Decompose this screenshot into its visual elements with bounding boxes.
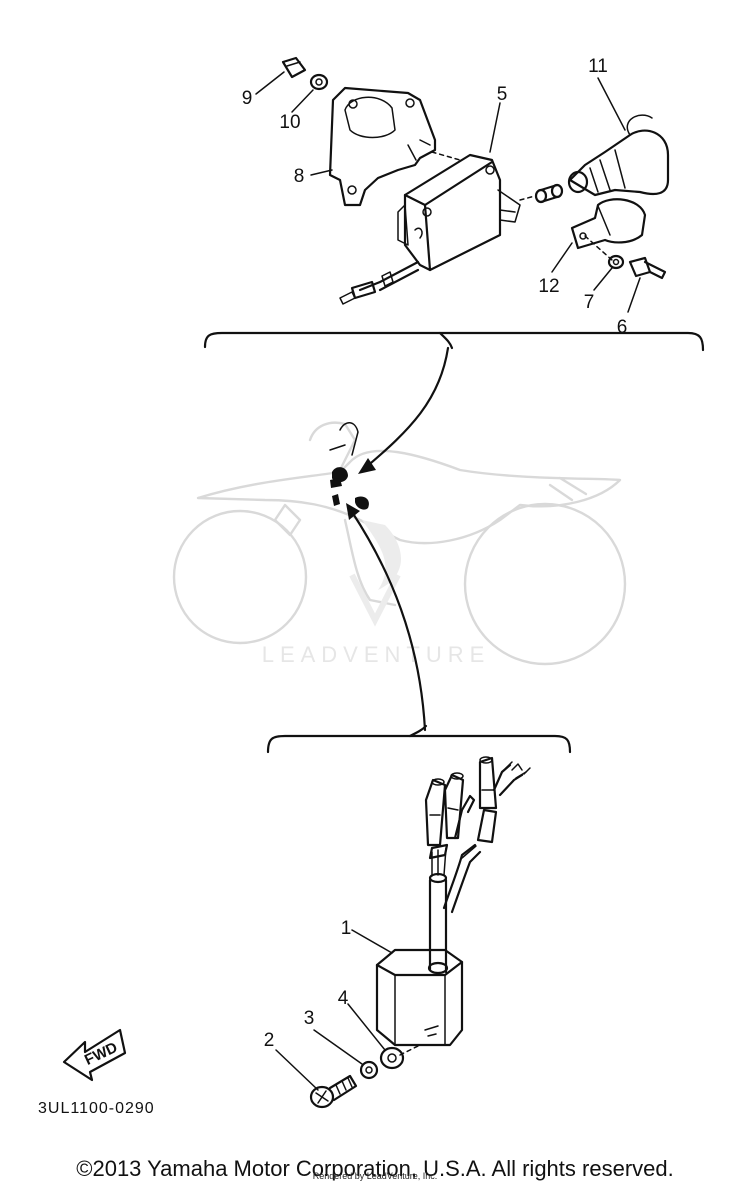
screw-2 — [309, 1074, 358, 1109]
callout-5: 5 — [497, 84, 508, 105]
callout-9: 9 — [242, 88, 253, 109]
top-assembly — [281, 56, 670, 305]
spark-plug-cap-11 — [567, 114, 670, 197]
callout-10: 10 — [279, 112, 300, 133]
coil-sleeve — [534, 183, 564, 204]
watermark-text: LEADVENTURE — [262, 642, 491, 667]
bike-location-marks — [329, 422, 369, 510]
washer-3 — [359, 1060, 379, 1080]
diagram-code: 3UL1100-0290 — [38, 1100, 155, 1117]
watermark: LEADVENTURE — [262, 520, 491, 667]
ignition-coil-5 — [339, 153, 521, 305]
group-brace-top — [203, 331, 705, 352]
pointer-arrow-top — [363, 346, 450, 470]
group-brace-bottom — [266, 734, 572, 754]
leader-lines-top — [255, 71, 641, 313]
cdi-unit-1 — [375, 756, 531, 1047]
bolt-6 — [628, 256, 667, 280]
washer-10 — [309, 73, 329, 91]
callout-12: 12 — [538, 276, 559, 297]
washer-4 — [379, 1046, 405, 1070]
callout-3: 3 — [304, 1008, 315, 1029]
rendered-by-note: Rendered by LeadVenture, Inc. — [312, 1171, 438, 1181]
bolt-9 — [281, 56, 307, 79]
washer-7 — [607, 254, 625, 270]
clamp-12 — [570, 198, 647, 250]
pointer-arrow-bottom — [350, 510, 427, 732]
motorcycle-silhouette — [172, 421, 627, 666]
fwd-label: FWD — [82, 1039, 120, 1069]
callout-6: 6 — [617, 317, 628, 338]
leader-lines-bottom — [275, 929, 393, 1091]
bracket-8 — [328, 86, 437, 207]
callout-2: 2 — [264, 1030, 275, 1051]
callout-7: 7 — [584, 292, 595, 313]
callout-1: 1 — [341, 918, 352, 939]
fwd-arrow: FWD — [62, 1028, 127, 1082]
callout-4: 4 — [338, 988, 349, 1009]
callout-8: 8 — [294, 166, 305, 187]
copyright-notice: ©2013 Yamaha Motor Corporation, U.S.A. A… — [76, 1156, 674, 1181]
callout-11: 11 — [588, 56, 608, 77]
